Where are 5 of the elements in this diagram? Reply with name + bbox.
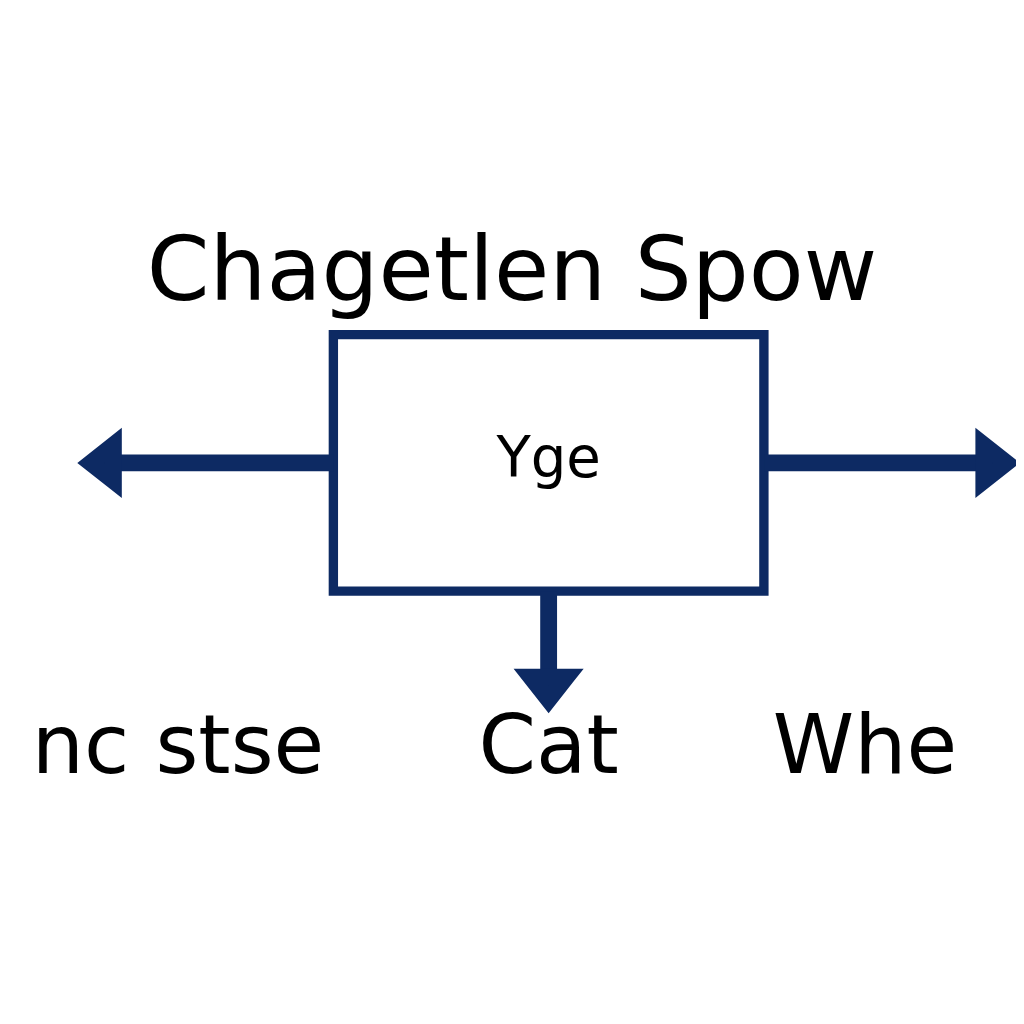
node-box: Yge [328,329,769,596]
label: Whe [772,696,958,792]
node-text: Cat [478,696,619,792]
label: nc stse [31,696,325,792]
diagram-title: Chagetlen Spow [146,216,878,321]
